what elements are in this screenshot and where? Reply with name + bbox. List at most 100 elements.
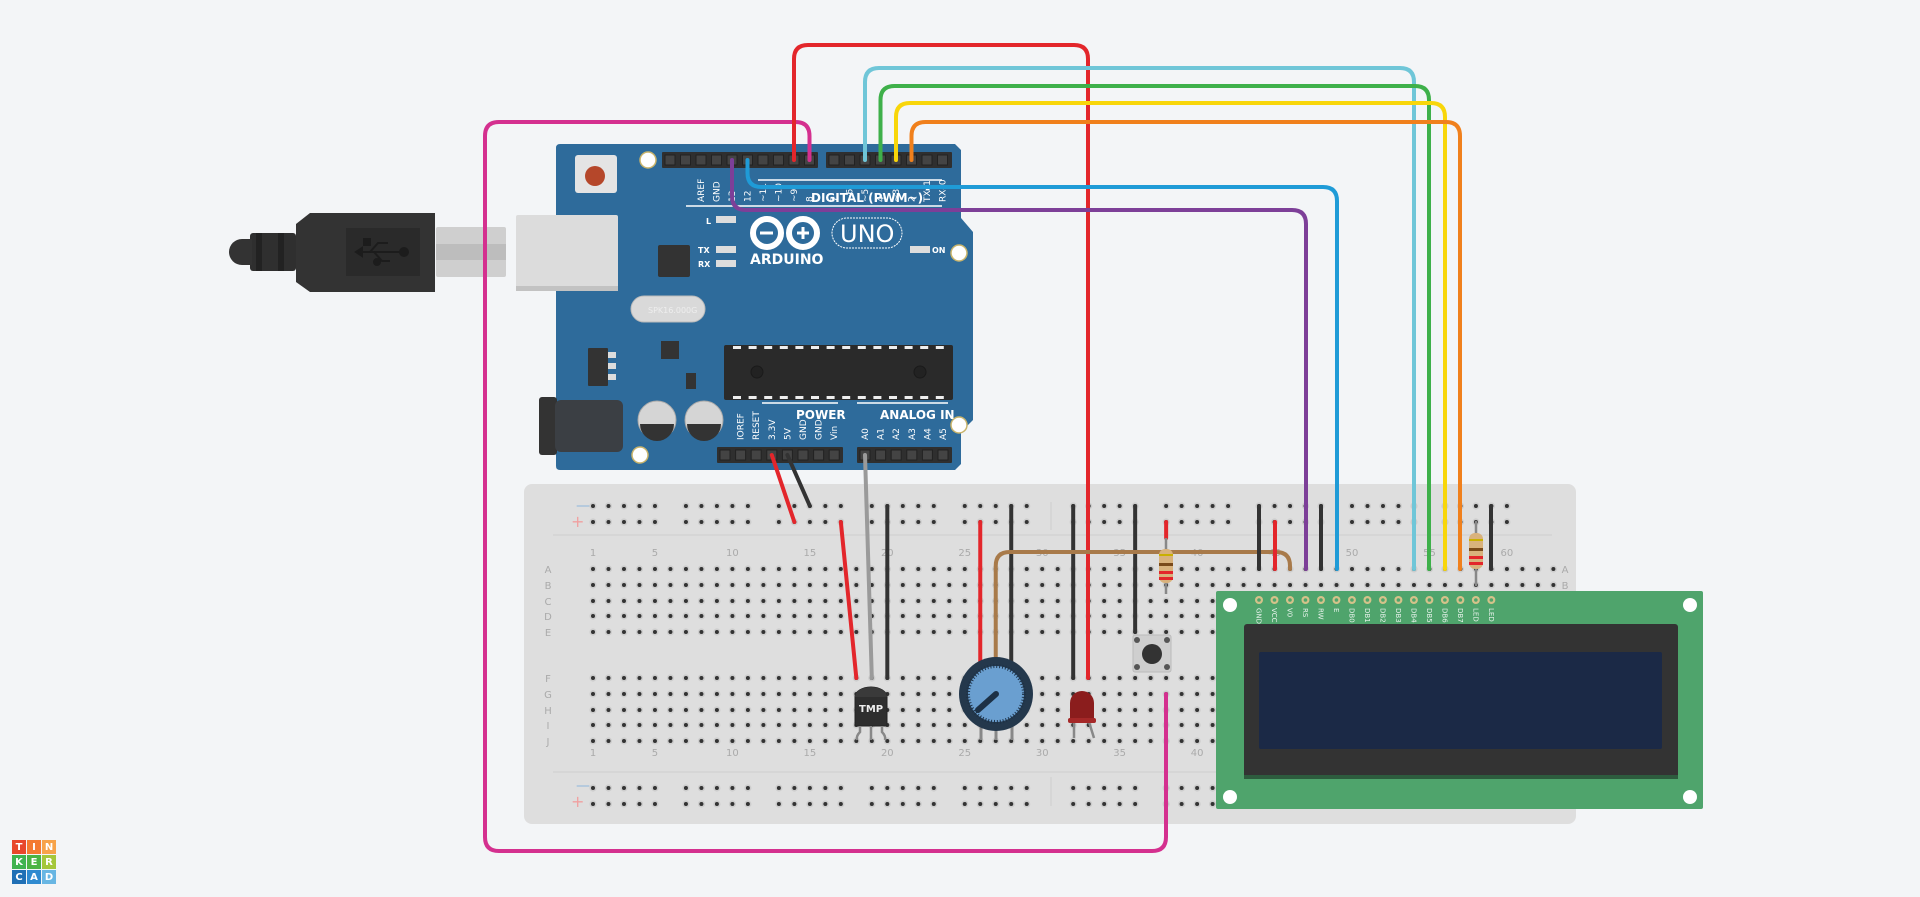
row-label: B bbox=[1562, 581, 1569, 592]
header-pin[interactable] bbox=[921, 154, 933, 166]
wire-blue[interactable] bbox=[745, 158, 1339, 571]
breadboard-hole-center bbox=[1195, 599, 1200, 603]
header-pin[interactable] bbox=[757, 154, 769, 166]
breadboard-hole-center bbox=[591, 739, 595, 743]
power-pin-label: Vin bbox=[830, 426, 840, 440]
header-pin[interactable] bbox=[890, 449, 902, 461]
breadboard-hole-center bbox=[900, 786, 905, 790]
breadboard-hole-center bbox=[1040, 583, 1045, 587]
header-pin[interactable] bbox=[844, 154, 855, 166]
breadboard-hole-center bbox=[1040, 692, 1045, 696]
wire-gnd[interactable] bbox=[785, 453, 812, 508]
breadboard-hole-center bbox=[838, 676, 843, 680]
breadboard-hole-center bbox=[792, 599, 797, 603]
breadboard-hole-center bbox=[1551, 567, 1556, 571]
wire-pink[interactable] bbox=[483, 120, 1168, 853]
wire-5v[interactable] bbox=[769, 453, 797, 524]
breadboard-hole-center bbox=[1535, 567, 1540, 571]
breadboard-hole-center bbox=[1040, 708, 1045, 712]
header-pin[interactable] bbox=[937, 449, 949, 461]
header-pin[interactable] bbox=[711, 154, 722, 166]
reset-button[interactable] bbox=[575, 155, 617, 193]
breadboard-hole-center bbox=[1055, 676, 1060, 680]
breadboard-hole-center bbox=[931, 630, 936, 634]
header-pin[interactable] bbox=[906, 449, 918, 461]
resistor-backlight[interactable] bbox=[1469, 520, 1483, 587]
header-pin[interactable] bbox=[773, 154, 784, 166]
pushbutton[interactable] bbox=[1132, 634, 1172, 673]
breadboard-hole-center bbox=[730, 504, 735, 508]
breadboard-hole-center bbox=[1133, 802, 1138, 806]
breadboard-hole-center bbox=[900, 630, 905, 634]
breadboard-hole-center bbox=[1055, 567, 1060, 571]
wire-temp-vcc[interactable] bbox=[838, 520, 859, 680]
header-pin[interactable] bbox=[695, 154, 707, 166]
wire-contrast[interactable] bbox=[993, 550, 1292, 680]
wire-red-led[interactable] bbox=[792, 43, 1090, 680]
lcd-pin-label: DB4 bbox=[1409, 608, 1417, 623]
header-pin[interactable] bbox=[735, 449, 747, 461]
digital-header-2 bbox=[826, 152, 952, 168]
header-pin[interactable] bbox=[828, 154, 840, 166]
breadboard-hole-center bbox=[1102, 567, 1107, 571]
breadboard-hole-center bbox=[1272, 504, 1277, 508]
dc-jack-front bbox=[539, 397, 557, 455]
potentiometer[interactable] bbox=[959, 657, 1033, 740]
breadboard-hole-center bbox=[621, 520, 626, 524]
wires bbox=[483, 43, 1493, 853]
usb-cable[interactable] bbox=[229, 213, 506, 292]
breadboard-hole-center bbox=[652, 583, 657, 587]
power-pin-label: RESET bbox=[752, 411, 762, 440]
breadboard-hole-center bbox=[869, 802, 874, 806]
breadboard-hole-center bbox=[745, 676, 750, 680]
breadboard-hole-center bbox=[1365, 583, 1370, 587]
potentiometer-knob-indicator[interactable] bbox=[975, 691, 999, 713]
header-pin[interactable] bbox=[719, 449, 731, 461]
temperature-sensor[interactable]: TMP bbox=[854, 686, 888, 741]
breadboard-hole-center bbox=[761, 708, 766, 712]
header-pin[interactable] bbox=[875, 449, 887, 461]
atmega-chip bbox=[724, 345, 953, 400]
header-pin[interactable] bbox=[797, 449, 809, 461]
power-pin-label: 3.3V bbox=[768, 419, 778, 440]
header-pin[interactable] bbox=[664, 154, 676, 166]
digital-pin-label: 2 bbox=[908, 196, 918, 202]
wire-yellow[interactable] bbox=[894, 101, 1447, 571]
wire-cyan[interactable] bbox=[863, 66, 1416, 571]
wire-green[interactable] bbox=[878, 84, 1431, 571]
row-label: E bbox=[545, 628, 551, 639]
breadboard-hole-center bbox=[1071, 786, 1076, 790]
wire-purple[interactable] bbox=[730, 158, 1308, 571]
resistor[interactable] bbox=[1159, 538, 1173, 594]
chip-pin bbox=[935, 396, 944, 399]
breadboard-hole-center bbox=[699, 676, 704, 680]
breadboard-hole-center bbox=[947, 614, 952, 618]
red-led[interactable] bbox=[1068, 691, 1096, 739]
header-pin[interactable] bbox=[813, 449, 825, 461]
header-pin[interactable] bbox=[680, 154, 691, 166]
header-pin[interactable] bbox=[937, 154, 948, 166]
breadboard-hole-center bbox=[1102, 614, 1107, 618]
breadboard-hole-center bbox=[1179, 692, 1184, 696]
wire-a0[interactable] bbox=[863, 453, 874, 680]
header-pin[interactable] bbox=[828, 449, 840, 461]
column-number: 15 bbox=[803, 548, 816, 559]
breadboard-hole-center bbox=[668, 614, 673, 618]
breadboard-hole-center bbox=[591, 708, 595, 712]
breadboard-hole-center bbox=[931, 802, 936, 806]
rail-minus-label: — bbox=[576, 498, 590, 514]
header-pin[interactable] bbox=[921, 449, 933, 461]
breadboard-hole-center bbox=[1117, 504, 1122, 508]
breadboard-hole-center bbox=[776, 708, 781, 712]
header-pin[interactable] bbox=[750, 449, 762, 461]
breadboard-hole-center bbox=[699, 630, 704, 634]
breadboard-hole-center bbox=[1350, 567, 1355, 571]
breadboard-hole-center bbox=[606, 630, 611, 634]
breadboard-hole-center bbox=[652, 599, 657, 603]
wire-orange[interactable] bbox=[909, 120, 1462, 571]
power-pin-label: IOREF bbox=[737, 413, 747, 440]
